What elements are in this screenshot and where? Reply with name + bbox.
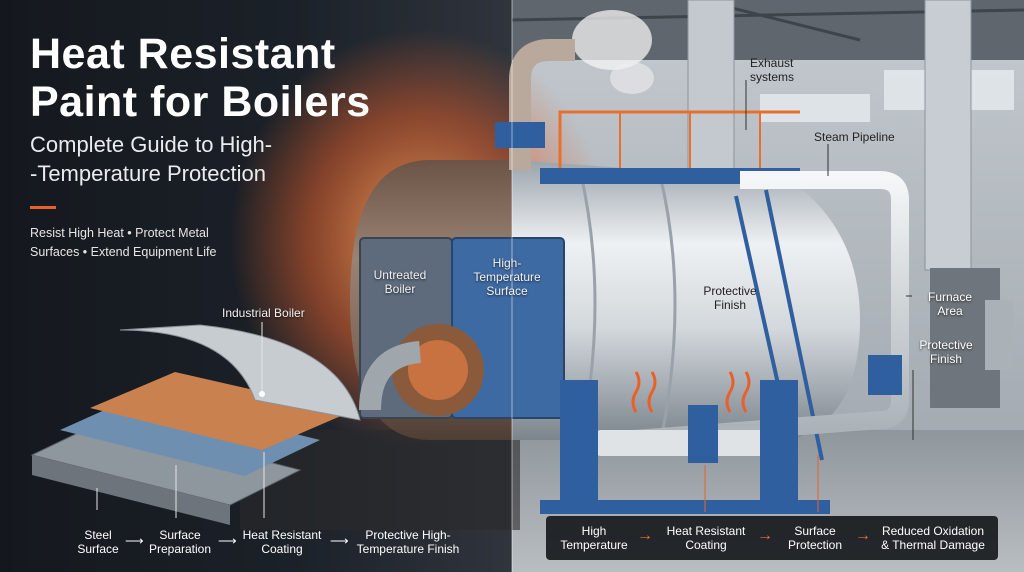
label-furnace-area: Furnace Area (910, 290, 990, 318)
layer-coat-line-1: Heat Resistant (242, 528, 322, 542)
label-furnace-line-2: Area (937, 304, 963, 318)
flow-s4-line-1: Reduced Oxidation (881, 524, 985, 538)
layer-heat-resistant-coating: Heat Resistant Coating (232, 528, 332, 556)
page-title: Heat Resistant Paint for Boilers (30, 30, 371, 126)
label-exhaust-systems: Exhaust systems (750, 56, 794, 84)
label-protective-finish-right: Protective Finish (906, 338, 986, 366)
label-hightemp-line-1: High- (492, 256, 522, 270)
flow-s3-line-1: Surface (794, 524, 836, 538)
label-untreated-line-2: Boiler (384, 282, 416, 296)
layer-finish-line-1: Protective High- (365, 528, 451, 542)
label-protective-finish-center: Protective Finish (690, 284, 770, 312)
flow-s3-line-2: Protection (787, 538, 843, 552)
flow-s4-line-2: & Thermal Damage (881, 538, 985, 552)
layer-prep-line-1: Surface (159, 528, 201, 542)
arrow-right-icon: → (637, 527, 653, 544)
tagline-line-2: Surfaces • Extend Equipment Life (30, 245, 217, 259)
process-flow-panel (546, 516, 998, 560)
title-line-1: Heat Resistant (30, 30, 336, 78)
label-furnace-line-1: Furnace (927, 290, 973, 304)
label-untreated-line-1: Untreated (373, 268, 427, 282)
label-exhaust-line-2: systems (750, 70, 795, 84)
label-industrial-boiler: Industrial Boiler (222, 306, 305, 320)
flow-s1-line-1: High (581, 524, 607, 538)
label-high-temperature-surface: High- Temperature Surface (462, 256, 552, 298)
flow-s1-line-2: Temperature (560, 538, 628, 552)
label-steam-pipeline: Steam Pipeline (814, 130, 895, 144)
label-hightemp-line-2: Temperature (473, 270, 541, 284)
tagline: Resist High Heat • Protect Metal Surface… (30, 224, 260, 262)
label-protective-center-line-2: Finish (713, 298, 746, 312)
label-untreated-boiler: Untreated Boiler (360, 268, 440, 296)
title-line-2: Paint for Boilers (30, 78, 371, 126)
label-hightemp-line-3: Surface (486, 284, 528, 298)
page-subtitle: Complete Guide to High- -Temperature Pro… (30, 130, 360, 188)
label-protective-center-line-1: Protective (703, 284, 757, 298)
layer-steel-line-2: Surface (77, 542, 119, 556)
subtitle-line-1: Complete Guide to High- (30, 132, 273, 157)
label-protective-right-line-1: Protective (919, 338, 973, 352)
layer-prep-line-2: Preparation (148, 542, 212, 556)
flow-heat-resistant-coating: Heat Resistant Coating (658, 524, 754, 552)
layer-finish-line-2: Temperature Finish (356, 542, 460, 556)
tagline-line-1: Resist High Heat • Protect Metal (30, 226, 209, 240)
label-protective-right-line-2: Finish (929, 352, 962, 366)
flow-high-temperature: High Temperature (552, 524, 636, 552)
layer-surface-preparation: Surface Preparation (140, 528, 220, 556)
arrow-right-icon: ⟶ (330, 533, 349, 548)
arrow-right-icon: → (855, 527, 871, 544)
arrow-right-icon: → (757, 527, 773, 544)
layer-coat-line-2: Coating (261, 542, 303, 556)
layer-steel-line-1: Steel (84, 528, 112, 542)
flow-surface-protection: Surface Protection (778, 524, 852, 552)
accent-divider (30, 206, 56, 209)
label-exhaust-line-1: Exhaust (750, 56, 794, 70)
arrow-right-icon: ⟶ (218, 533, 237, 548)
arrow-right-icon: ⟶ (125, 533, 144, 548)
flow-s2-line-1: Heat Resistant (666, 524, 746, 538)
flow-s2-line-2: Coating (685, 538, 727, 552)
layer-steel-surface: Steel Surface (70, 528, 126, 556)
subtitle-line-2: -Temperature Protection (30, 161, 266, 186)
flow-reduced-oxidation: Reduced Oxidation & Thermal Damage (872, 524, 994, 552)
layer-protective-finish: Protective High- Temperature Finish (348, 528, 468, 556)
